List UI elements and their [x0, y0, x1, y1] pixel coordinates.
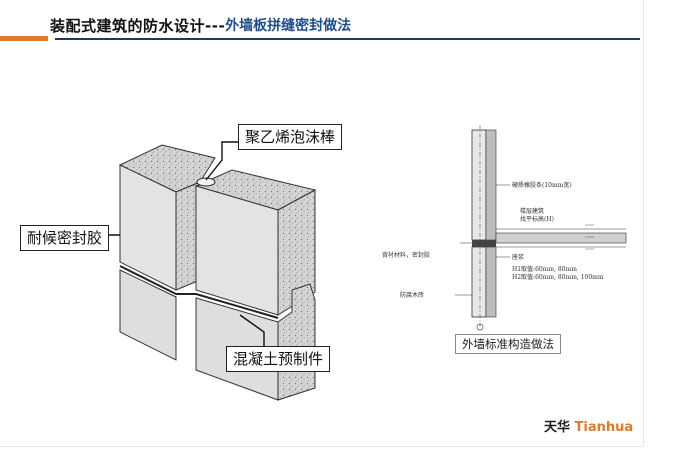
joint-sealant: [472, 240, 496, 247]
leader-foam-rod: [205, 141, 238, 181]
upper-wall-finish: [485, 129, 497, 241]
horizontal-joint: [119, 265, 279, 319]
label-precast: 混凝土预制件: [226, 346, 331, 372]
brand-en: Tianhua: [574, 420, 634, 435]
wall-detail-drawing: 硬质橡胶条(10mm宽) 楼层建筑 找平标高(H) 背衬材料，密封胶 座浆 H1…: [382, 125, 627, 331]
note-h1-values: H1取值:60mm, 80mm: [512, 265, 577, 273]
title-rule: [55, 38, 640, 40]
right-block-side: [277, 189, 316, 316]
foam-rod: [196, 177, 216, 187]
label-sealant: 耐候密封胶: [20, 225, 110, 251]
brand-logo: 天华 Tianhua: [544, 416, 633, 435]
note-mortar-bed: 座浆: [512, 253, 524, 261]
label-foam-rod: 聚乙烯泡沫棒: [238, 124, 343, 150]
lower-left-block-front: [119, 269, 177, 361]
brand-cn: 天华: [544, 420, 571, 435]
slide-title: 装配式建筑的防水设计--- 外墙板拼缝密封做法: [50, 12, 351, 38]
axis-marker: [476, 323, 484, 331]
floor-slab: [495, 232, 627, 244]
note-floor-level-a: 楼层建筑: [520, 207, 544, 215]
lower-wall-finish: [485, 246, 497, 318]
note-anticorrosion-wood: 防腐木砖: [400, 291, 424, 299]
note-rubber-strip: 硬质橡胶条(10mm宽): [512, 181, 572, 189]
leader-precast: [239, 314, 265, 348]
note-h2-values: H2取值:60mm, 80mm, 100mm: [512, 273, 604, 281]
upper-wall-panel: [471, 129, 487, 241]
title-main: 装配式建筑的防水设计---: [50, 16, 226, 35]
note-floor-level-b: 找平标高(H): [520, 215, 554, 223]
lower-wall-panel: [471, 246, 487, 318]
detail-caption: 外墙标准构造做法: [455, 334, 561, 354]
right-margin: [652, 0, 687, 461]
slide: 装配式建筑的防水设计--- 外墙板拼缝密封做法: [0, 0, 644, 447]
note-backing-sealant: 背衬材料，密封胶: [382, 251, 430, 259]
title-accent-bar: [0, 36, 48, 41]
precast-panel-illustration: [92, 141, 317, 401]
title-sub: 外墙板拼缝密封做法: [225, 18, 352, 34]
